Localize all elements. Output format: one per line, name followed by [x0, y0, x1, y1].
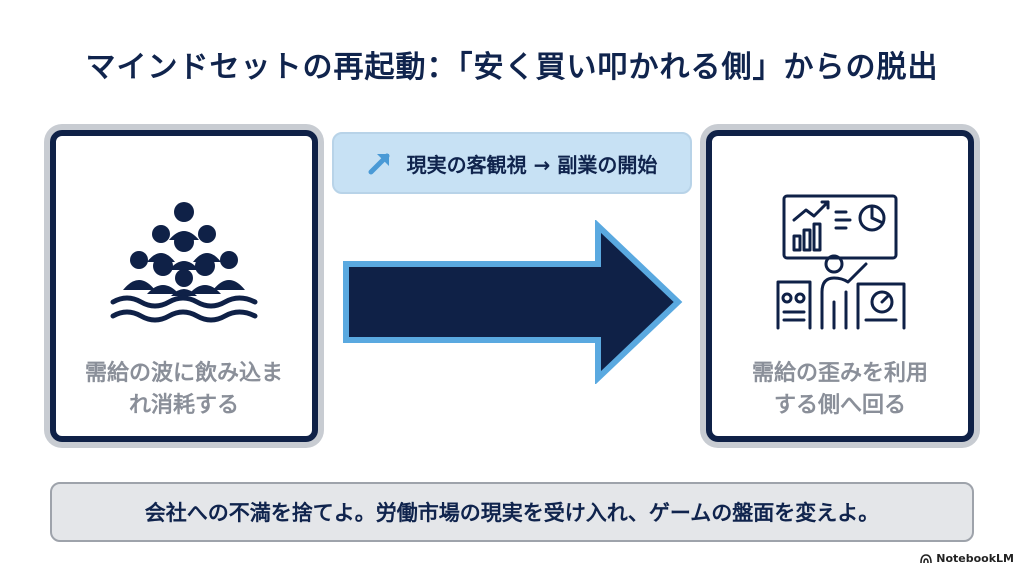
slide-title: マインドセットの再起動：「安く買い叩かれる側」からの脱出: [85, 50, 939, 85]
left-card: 需給の波に飲み込ま れ消耗する: [50, 130, 318, 442]
right-caption-line: する側へ回る: [773, 393, 906, 418]
watermark-text: NotebookLM: [936, 552, 1014, 565]
presenter-dashboard-icon: [776, 194, 906, 330]
big-right-arrow-icon: [343, 220, 683, 384]
right-card-caption: 需給の歪みを利用 する側へ回る: [726, 358, 954, 422]
left-caption-line: 需給の波に飲み込ま: [84, 361, 283, 386]
bottom-banner: 会社への不満を捨てよ。労働市場の現実を受け入れ、ゲームの盤面を変えよ。: [50, 482, 974, 542]
right-caption-line: 需給の歪みを利用: [751, 361, 928, 386]
left-caption-line: れ消耗する: [128, 393, 239, 418]
notebooklm-watermark: NotebookLM: [920, 552, 1014, 565]
right-card: 需給の歪みを利用 する側へ回る: [706, 130, 974, 442]
left-card-caption: 需給の波に飲み込ま れ消耗する: [70, 358, 298, 422]
trend-arrow-icon: [367, 150, 393, 176]
crowd-in-waves-icon: [110, 202, 258, 323]
step-label-text: 現実の客観視 → 副業の開始: [406, 152, 658, 177]
notebooklm-logo-icon: [920, 553, 933, 563]
banner-text: 会社への不満を捨てよ。労働市場の現実を受け入れ、ゲームの盤面を変えよ。: [144, 501, 880, 525]
step-label: 現実の客観視 → 副業の開始: [332, 132, 692, 194]
